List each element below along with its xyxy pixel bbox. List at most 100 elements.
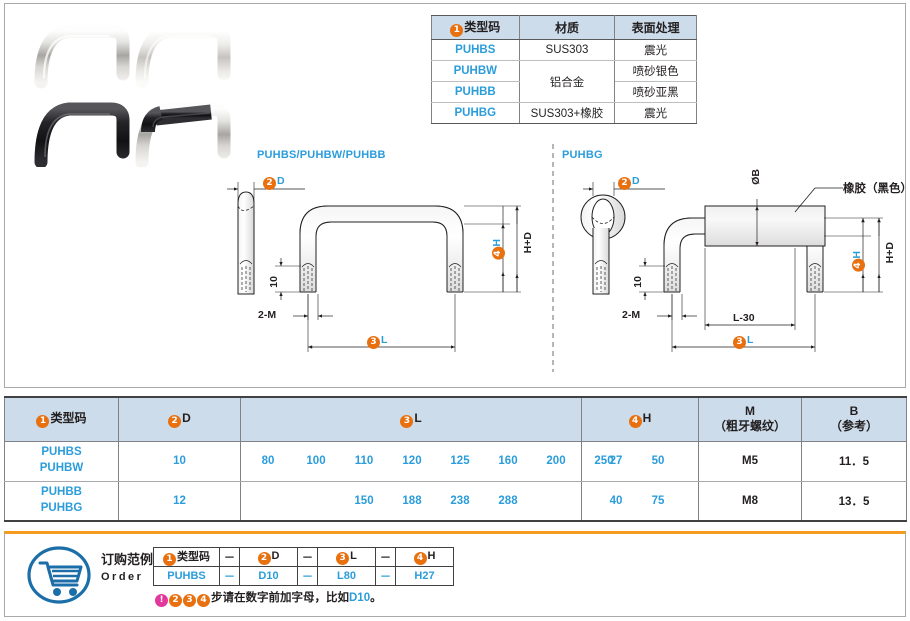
handle-black [34,102,130,167]
step-badge-2: 2 [257,551,271,565]
dim-2m-left-text: 2-M [258,309,277,321]
step-badge-4: 4 [197,594,210,607]
order-label-en: Order [101,570,144,583]
spec-row1-l4: 125 [450,455,470,467]
spec-header-b: B （参考） [801,396,907,442]
material-value-puhbs: SUS303 [518,39,616,61]
spec-row1-l5: 160 [498,455,518,467]
dim-d-right-text: D [632,175,640,187]
step-badge-4: 4 [492,246,505,260]
material-code-puhbb: PUHBB [431,81,520,103]
order-example-label: 订购范例 Order [101,551,153,586]
step-badge-3: 3 [336,551,350,565]
spec-row1-l7: 250 [594,455,614,467]
step-badge-4: 4 [413,551,427,565]
order-value-type: PUHBS [153,566,220,586]
order-header-dash-1: － [219,547,240,567]
table-row: PUHBS PUHBW 10 80 100 110 120 125 160 20… [4,441,907,482]
dim-phib-text: ØB [750,169,762,185]
dim-label-2m-left: 2-M [258,309,276,321]
dim-label-2m-right: 2-M [622,309,640,321]
spec-row2-h: 40 75 [581,481,699,522]
dim-hd-left-text: H+D [522,232,534,254]
material-finish-puhbb: 喷砂亚黑 [614,81,697,103]
table-row: PUHBG SUS303+橡胶 震光 [431,102,697,124]
material-header-type-label: 类型码 [464,20,501,34]
drawing-right-front-view [639,187,883,352]
product-photo [11,12,241,167]
spec-header-b-line2: （参考） [829,419,878,434]
spec-row2-l3: 188 [402,494,422,507]
dim-d-left-text: D [277,175,285,187]
shopping-cart-icon [27,546,91,609]
spec-row2-l2: 150 [354,494,374,507]
step-badge-4: 4 [852,258,865,272]
order-header-dash-3: － [375,547,396,567]
spec-header-m: M （粗牙螺纹） [698,396,802,442]
step-badge-3: 3 [183,594,196,607]
material-code-puhbw: PUHBW [431,60,520,82]
step-badge-1: 1 [36,414,50,428]
spec-row2-l0 [244,495,292,507]
dim-10-left-text: 10 [268,276,280,288]
table-row: PUHBW 铝合金 喷砂银色 [431,60,697,103]
material-header-material-label: 材质 [554,21,579,35]
order-value-l: L80 [317,566,376,586]
dim-hd-right-text: H+D [884,242,896,264]
spec-row2-d: 12 [118,481,241,522]
order-header-dash-2: － [297,547,318,567]
order-label-cn: 订购范例 [101,552,154,567]
spec-row2-l: 150 188 238 288 [240,481,582,522]
spec-row2-b: 13．5 [801,481,907,522]
order-note-end: 。 [370,592,382,604]
step-badge-3: 3 [400,414,414,428]
spec-row2-l1 [292,495,340,507]
dim-h-right-text: H [851,251,863,259]
spec-row1-code1: PUHBS [41,446,82,459]
spec-row2-h1: 75 [651,494,665,507]
spec-row2-h0: 40 [609,494,623,507]
dim-label-10-right: 10 [632,276,644,288]
step-badge-2: 2 [168,414,182,428]
order-value-dash-2: － [297,566,318,586]
dim-l-left-text: L [381,334,388,346]
drawing-right-side-view [580,182,665,295]
spec-row1-d: 10 [118,441,241,482]
order-header-l-label: L [350,549,357,562]
spec-header-type-label: 类型码 [50,410,87,425]
table-row: PUHBB PUHBG 12 150 188 238 288 40 [4,481,907,522]
spec-row1-l: 80 100 110 120 125 160 200 250 [240,441,614,482]
spec-row1-h: 27 50 [581,441,699,482]
step-badge-3: 3 [367,336,380,349]
spec-header-d-label: D [182,410,191,425]
drawing-left-side-view [227,182,305,295]
spec-row1-code2: PUHBW [39,462,84,474]
dim-label-h-left: 4H [491,239,505,260]
drawing-left-front-view [275,205,521,352]
dim-label-h-right: 4H [851,251,865,272]
spec-row1-l3: 120 [402,455,422,467]
spec-row2-m: M8 [698,481,802,522]
spec-row1-h0: 27 [609,455,623,467]
material-code-puhbg: PUHBG [431,102,520,124]
spec-row1-codes: PUHBS PUHBW [4,441,119,482]
handle-polished [34,24,130,89]
order-value-row: PUHBS － D10 － L80 － H27 [153,566,454,586]
handle-rubber [135,102,231,167]
step-badge-1: 1 [163,553,176,566]
material-value-aluminium: 铝合金 [518,60,616,103]
spec-row1-m: M5 [698,441,802,482]
